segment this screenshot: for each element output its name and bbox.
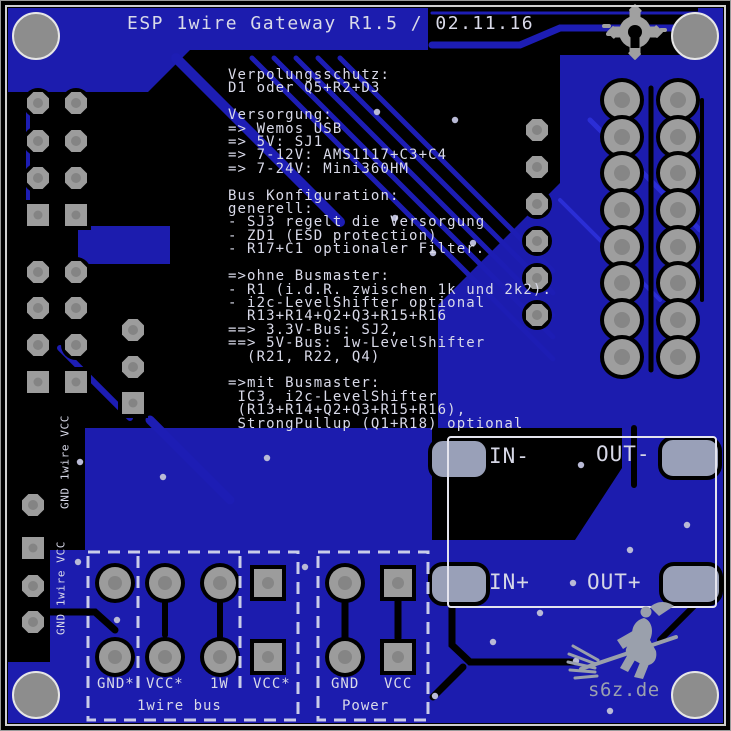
label-in-minus: IN- xyxy=(489,444,530,468)
logo-text: s6z.de xyxy=(588,679,660,701)
board-outline xyxy=(5,5,726,726)
pin-label-gnd: GND xyxy=(331,676,360,692)
mounting-hole xyxy=(12,671,60,719)
side-label-upper: GND 1wire VCC xyxy=(58,415,72,509)
pin-label-vcc-star: VCC* xyxy=(146,676,184,692)
label-out-plus: OUT+ xyxy=(587,570,642,594)
side-label-lower: GND 1wire VCC xyxy=(54,541,68,635)
power-connector-box xyxy=(316,550,430,722)
label-in-plus: IN+ xyxy=(489,570,530,594)
pin-label-gnd-star: GND* xyxy=(97,676,135,692)
mounting-hole xyxy=(12,12,60,60)
pin-label-1w: 1W xyxy=(210,676,229,692)
power-caption: Power xyxy=(342,698,390,714)
onewire-connector-box xyxy=(86,550,300,722)
mounting-hole xyxy=(671,671,719,719)
pads-left-header-top xyxy=(23,88,91,230)
notes-silkscreen: Verpolungsschutz: D1 oder Q5+R2+D3 Verso… xyxy=(228,67,552,432)
trace-layer xyxy=(26,11,704,505)
onewire-box-dividers xyxy=(136,556,242,688)
channel-layer xyxy=(46,85,704,701)
gear-logo-icon xyxy=(602,4,667,60)
pin-label-vcc-star2: VCC* xyxy=(253,676,291,692)
onewire-caption: 1wire bus xyxy=(137,698,222,714)
witch-logo-icon xyxy=(566,602,678,680)
pads-left-header-mid xyxy=(23,257,148,418)
mini360-footprint xyxy=(428,436,723,608)
mini360-outline xyxy=(447,436,717,608)
board-title: ESP 1wire Gateway R1.5 / 02.11.16 xyxy=(127,13,535,34)
pin-label-vcc: VCC xyxy=(384,676,413,692)
pads-left-edge xyxy=(18,490,48,637)
mounting-hole xyxy=(671,12,719,60)
mounting-holes xyxy=(12,12,719,719)
label-out-minus: OUT- xyxy=(596,442,651,466)
